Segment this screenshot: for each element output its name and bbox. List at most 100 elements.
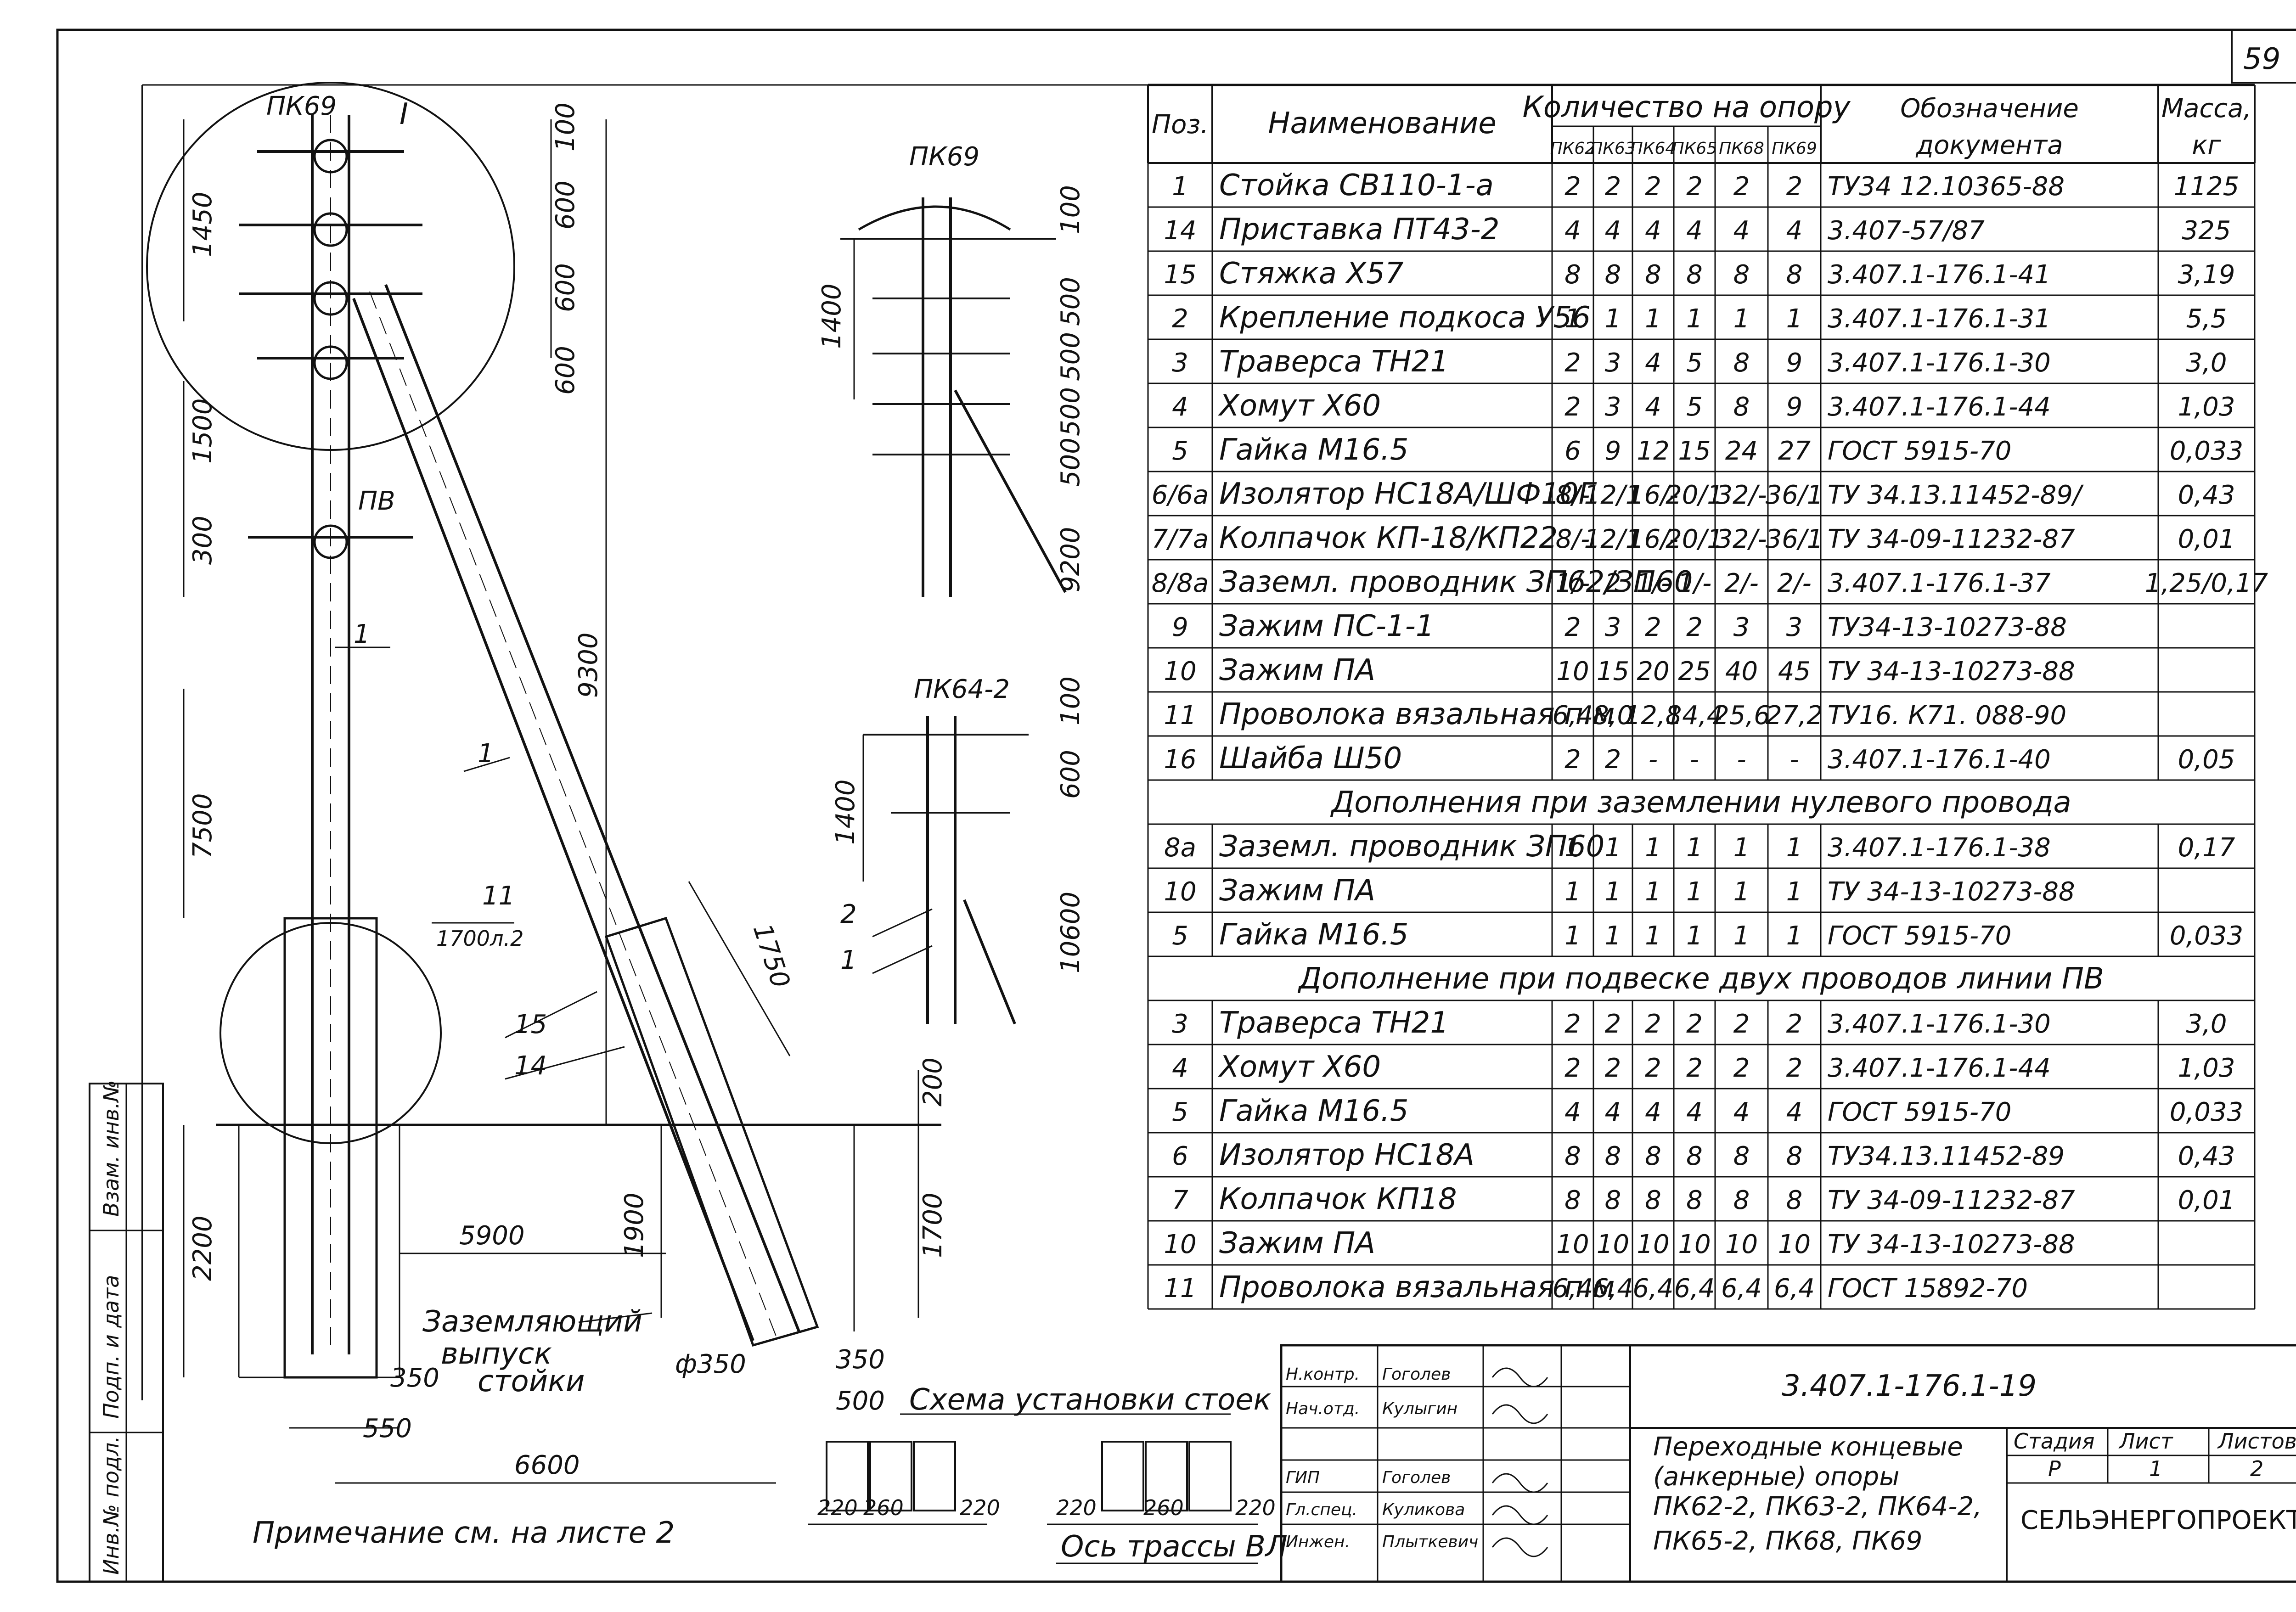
row-qty: 8 [1733,1185,1750,1215]
svg-text:1700: 1700 [918,1192,948,1258]
row-name: Траверса ТН21 [1219,345,1449,379]
row-qty: 1 [1605,921,1621,951]
svg-text:260: 260 [1143,1495,1184,1520]
row-qty: 8/- [1556,524,1590,554]
row-qty: 9 [1786,392,1803,422]
row-qty: 4 [1786,1097,1803,1127]
row-name: Изолятор НС18А/ШФ10Г [1219,477,1597,511]
svg-text:Нач.отд.: Нач.отд. [1286,1399,1360,1418]
row-mass: 3,0 [2186,348,2227,378]
row-doc: 3.407.1-176.1-30 [1828,348,2051,378]
row-qty: 1 [1786,304,1803,334]
inclined-brace [352,284,819,1347]
svg-text:Кулыгин: Кулыгин [1382,1399,1458,1418]
svg-text:стойки: стойки [478,1365,585,1399]
row-pos: 16 [1164,745,1196,775]
title-block: 3.407.1-176.1-19 Переходные концевые (ан… [1280,1344,2296,1583]
svg-text:500: 500 [1056,387,1086,436]
main-drawing: I ПК69 ПВ [141,82,1149,1550]
row-qty: 8 [1605,260,1621,290]
side-stamp-inv: Взам. инв.№ [99,1080,124,1217]
row-qty: 2/- [1724,568,1759,598]
row-pos: 6 [1172,1141,1188,1171]
row-qty: 8 [1686,1141,1703,1171]
header-mass: кг [2192,130,2221,160]
row-qty: 1 [1605,877,1621,907]
row-doc: ГОСТ 5915-70 [1828,1097,2011,1127]
row-qty: 6,4 [1721,1274,1762,1303]
row-qty: 8 [1686,1185,1703,1215]
row-name: Зажим ПА [1219,1226,1375,1260]
row-name: Гайка М16.5 [1219,918,1408,952]
row-qty: 24 [1725,436,1758,466]
row-qty: 8 [1645,1185,1661,1215]
row-pos: 10 [1164,1230,1196,1259]
row-name: Зажим ПА [1219,874,1375,908]
scheme-pk69: ПК69 100 1400 500 500 500 500 9200 [817,142,1086,597]
dimension-lines [183,119,919,1484]
row-mass: 0,43 [2178,480,2235,510]
row-qty: 27,2 [1766,701,1823,730]
row-qty: 10 [1556,1230,1589,1259]
row-qty: 4 [1686,1097,1703,1127]
row-mass: 0,05 [2178,745,2235,775]
row-qty: 8 [1564,260,1581,290]
row-name: Зажим ПС-1-1 [1219,609,1435,643]
row-qty: 2 [1733,1053,1750,1083]
svg-text:500: 500 [836,1386,885,1416]
row-qty: 6,4 [1632,1274,1673,1303]
row-qty: 10 [1678,1230,1711,1259]
row-qty: 1 [1564,833,1581,863]
row-name: Колпачок КП-18/КП22 [1219,521,1558,555]
row-qty: 3 [1605,392,1621,422]
row-qty: 1 [1786,833,1803,863]
svg-text:2: 2 [840,899,857,929]
scheme-pk64-2: ПК64-2 100 1400 600 10600 2 1 [831,674,1086,1025]
row-qty: 2 [1645,1009,1661,1039]
row-qty: 4 [1645,392,1661,422]
row-mass: 0,01 [2178,1185,2235,1215]
row-name: Проволока вязальная п.м [1219,1270,1615,1304]
row-qty: 2 [1564,392,1581,422]
svg-text:ГИП: ГИП [1286,1468,1320,1487]
header-pos: Поз. [1152,110,1209,140]
row-qty: 2 [1686,1009,1703,1039]
row-doc: ГОСТ 15892-70 [1828,1274,2028,1303]
row-doc: ТУ16. К71. 088-90 [1828,701,2066,730]
sheet-note: Примечание см. на листе 2 [253,1516,675,1550]
svg-text:100: 100 [551,102,580,152]
row-doc: ТУ34 12.10365-88 [1828,172,2065,202]
row-qty: 14,4 [1666,701,1723,730]
crossarms [239,139,422,559]
row-qty: 10 [1725,1230,1758,1259]
row-doc: 3.407.1-176.1-38 [1828,833,2051,863]
row-qty: 2 [1686,1053,1703,1083]
row-qty: 8/- [1556,480,1590,510]
row-qty: 1 [1733,921,1750,951]
row-qty: - [1690,745,1699,775]
organization: СЕЛЬЭНЕРГОПРОЕКТ [2020,1505,2296,1535]
row-qty: 2 [1645,172,1661,202]
svg-text:Стадия: Стадия [2014,1429,2094,1454]
row-qty: 3 [1605,612,1621,642]
header-type: ПК68 [1719,139,1764,158]
row-name: Гайка М16.5 [1219,1094,1408,1128]
page-number: 59 [2243,42,2280,76]
row-qty: 2 [1733,1009,1750,1039]
row-qty: 6,4 [1552,1274,1593,1303]
row-pos: 7/7а [1152,524,1209,554]
row-qty: 8 [1564,1185,1581,1215]
row-qty: 1 [1786,877,1803,907]
svg-text:ПК65-2, ПК68, ПК69: ПК65-2, ПК68, ПК69 [1653,1526,1922,1556]
svg-text:ПК64-2: ПК64-2 [914,674,1010,704]
row-pos: 7 [1172,1185,1188,1215]
row-qty: 9 [1605,436,1621,466]
row-qty: 2 [1605,172,1621,202]
svg-text:220: 220 [1056,1495,1097,1520]
row-qty: 6,4 [1774,1274,1815,1303]
row-qty: 16/- [1628,524,1678,554]
header-doc: документа [1915,130,2063,160]
row-qty: 2 [1564,745,1581,775]
